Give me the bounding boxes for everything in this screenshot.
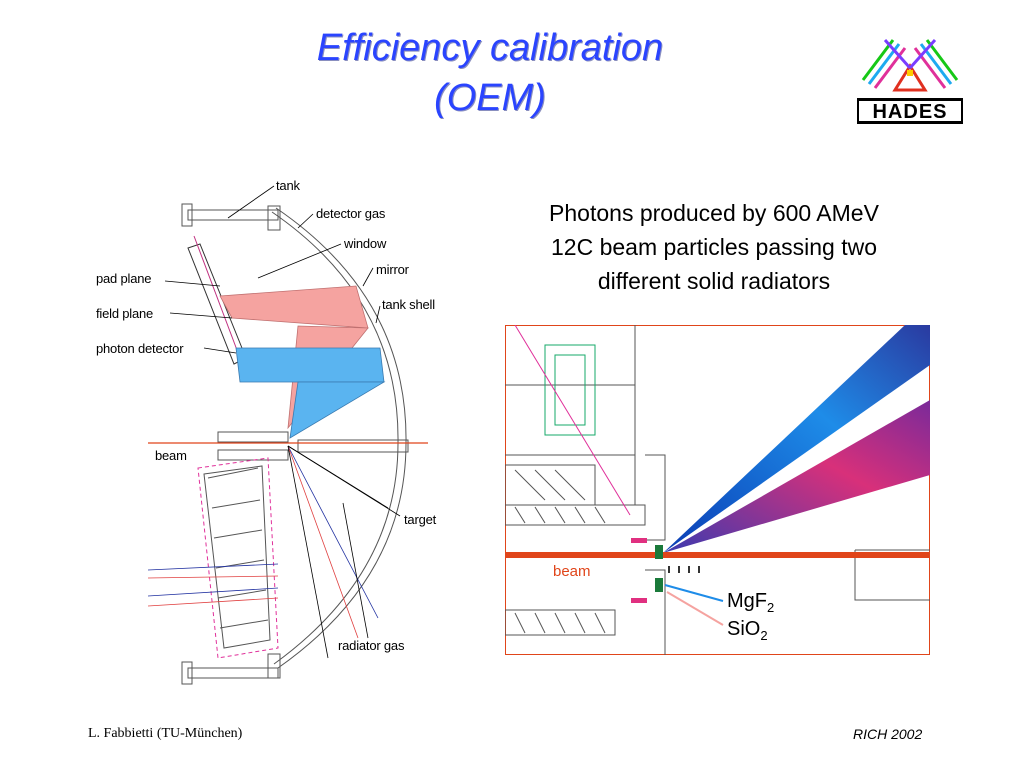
slide-title-line1: Efficiency calibration (316, 27, 664, 69)
caption: Photons produced by 600 AMeV 12C beam pa… (498, 196, 930, 298)
zoom-label-beam: beam (553, 563, 591, 580)
label-radiator-gas: radiator gas (338, 638, 405, 653)
mgf2-text: MgF (727, 590, 767, 612)
sio2-subscript: 2 (760, 628, 768, 643)
label-mirror: mirror (376, 262, 409, 277)
caption-line3: different solid radiators (597, 268, 831, 294)
label-photon-detector: photon detector (96, 341, 184, 356)
footer-author: L. Fabbietti (TU-München) (88, 726, 243, 741)
label-target: target (404, 512, 437, 527)
zoom-label-mgf2: MgF2 (727, 590, 774, 615)
radiator-zoom-view (505, 325, 930, 655)
hades-logo-text: HADES (872, 101, 947, 123)
mgf2-subscript: 2 (767, 600, 775, 615)
label-detector-gas: detector gas (316, 206, 386, 221)
label-window: window (344, 236, 387, 251)
label-pad-plane: pad plane (96, 271, 152, 286)
hades-logo: HADES (857, 39, 963, 124)
label-field-plane: field plane (96, 306, 154, 321)
label-tank-shell: tank shell (382, 297, 435, 312)
sio2-text: SiO (727, 618, 761, 640)
label-tank: tank (276, 178, 300, 193)
caption-line1: Photons produced by 600 AMeV (549, 200, 879, 226)
slide-title-line2: (OEM) (434, 77, 546, 119)
zoom-label-sio2: SiO2 (727, 618, 768, 643)
caption-line2: 12C beam particles passing two (551, 234, 877, 260)
footer-conference: RICH 2002 (853, 726, 923, 742)
rich-schematic (148, 185, 428, 685)
label-beam: beam (155, 448, 187, 463)
